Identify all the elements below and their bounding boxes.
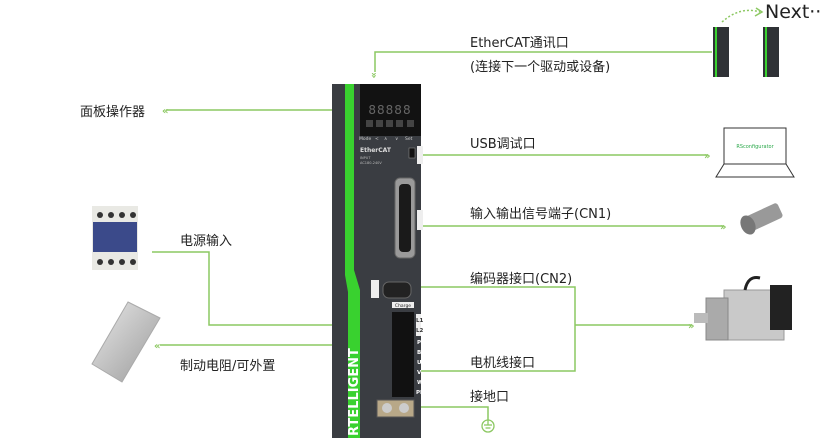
power-terminal-block (392, 312, 414, 397)
label-brake-resistor: 制动电阻/可外置 (180, 359, 276, 374)
arrow-right-icon: » (688, 321, 694, 332)
contactor-image (92, 206, 138, 270)
laptop-image: RSconfigurator (715, 127, 795, 178)
arrow-right-icon: » (720, 222, 726, 233)
next-drive-images (713, 27, 779, 77)
button-set: Set (405, 136, 413, 142)
l1-l2-tag (416, 314, 421, 336)
label-cn1: 输入输出信号端子(CN1) (470, 207, 612, 222)
arrow-left-icon: « (154, 341, 160, 352)
proximity-sensor-image (740, 203, 783, 235)
label-next: Next··· (765, 1, 823, 23)
usb-tag (417, 146, 423, 164)
brake-resistor-image (91, 301, 161, 383)
laptop-screen-text: RSconfigurator (736, 144, 774, 150)
next-arrow-line (721, 9, 761, 23)
cn2-connector (382, 281, 412, 299)
usb-port (408, 147, 416, 159)
button-down: ∨ (395, 137, 398, 142)
label-panel: 面板操作器 (80, 105, 146, 120)
svg-text:L2: L2 (416, 328, 424, 334)
input-label: INPUT (360, 156, 371, 160)
led-display: 88888 (368, 103, 411, 117)
ground-symbol-icon (481, 419, 495, 433)
charge-label: Charge (395, 303, 411, 309)
cn1-tag (417, 210, 423, 230)
terminal-labels: L1 L2 P+ Br U V W PE (416, 318, 426, 396)
svg-text:PE: PE (416, 390, 424, 396)
arrow-right-icon: » (704, 151, 710, 162)
button-mode: Mode (359, 136, 371, 142)
display-panel (360, 84, 421, 136)
cn2-line (420, 286, 576, 372)
label-cn2: 编码器接口(CN2) (470, 272, 573, 287)
svg-text:U: U (417, 360, 421, 366)
arrow-down-icon: » (368, 72, 379, 78)
power-line (152, 251, 387, 326)
svg-text:W: W (417, 380, 423, 386)
arrow-left-icon: « (162, 106, 168, 117)
label-usb: USB调试口 (470, 137, 536, 152)
svg-text:L1: L1 (416, 318, 424, 324)
connection-lines (152, 9, 761, 420)
arrow-marks: « « » » » » (154, 7, 764, 352)
servo-drive: 88888 Mode < ∧ ∨ Set EtherCAT INPUT AC18… (332, 84, 426, 438)
ground-line (420, 406, 489, 420)
label-ground: 接地口 (470, 390, 510, 405)
label-ethercat-note: (连接下一个驱动或设备) (470, 60, 611, 75)
green-stripe (345, 84, 360, 438)
cn2-tag (371, 280, 379, 298)
voltage-label: AC180-240V (360, 161, 382, 165)
label-motor-line: 电机线接口 (470, 356, 536, 371)
svg-text:Br: Br (417, 350, 424, 356)
ethercat-line (374, 51, 712, 72)
button-up: ∧ (384, 137, 387, 142)
button-left: < (375, 136, 379, 142)
label-power-input: 电源输入 (180, 234, 233, 249)
label-ethercat: EtherCAT通讯口 (470, 36, 569, 51)
arrow-right-icon (754, 7, 764, 17)
svg-text:V: V (417, 370, 422, 376)
servo-motor-image (694, 276, 792, 341)
ethercat-logo: EtherCAT (360, 147, 392, 154)
svg-text:P+: P+ (417, 340, 426, 346)
brand-vertical-text: RTELLIGENT (347, 348, 362, 436)
